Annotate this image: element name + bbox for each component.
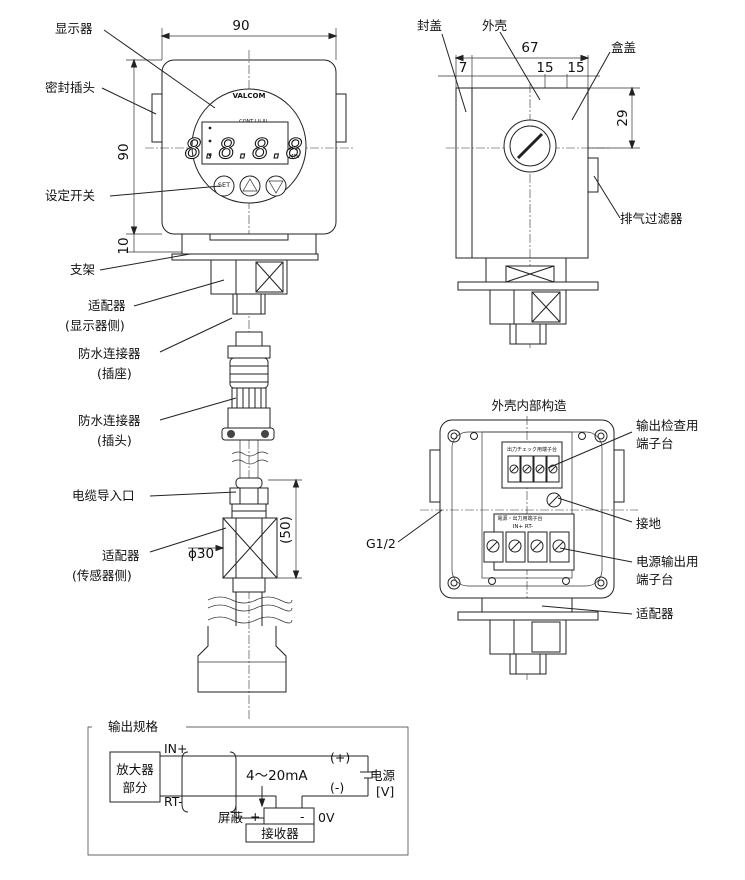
lcd-digits: 8.8.8.8 [185,132,303,165]
dim-7: 7 [459,60,468,76]
label-seal-plug: 密封插头 [45,80,95,95]
power-plus: (+) [330,750,350,765]
unit-mpa: MPa [289,154,299,160]
seal-plug-right [334,93,347,143]
dim-width-90: 90 [232,18,249,34]
rt-minus-label: RT- [164,794,183,809]
amp-label-2: 部分 [122,780,147,795]
set-button[interactable] [213,175,235,197]
label-check-tb: 输出检查用 [636,418,699,433]
label-housing: 外壳 [482,18,507,33]
label-adapter-display: 适配器 [88,298,126,313]
label-display: 显示器 [55,21,93,36]
label-set-switch: 设定开关 [45,188,95,203]
receiver-box [245,823,315,843]
wp-connector-socket [235,331,263,347]
dim-height-90: 90 [116,143,132,160]
receiver-label: 接收器 [261,826,299,841]
current-range: 4～20mA [246,768,308,784]
power-label: 电源 [370,768,396,783]
dim-29: 29 [615,109,631,126]
vent-filter [587,157,599,193]
label-check-tb-2: 端子台 [636,436,674,451]
zero-volt-label: 0V [318,810,335,825]
label-cover: 封盖 [417,18,442,33]
label-adapter-sensor: 适配器 [102,548,140,563]
amplifier-box [109,751,161,803]
internal-title: 外壳内部构造 [491,398,567,413]
cable-gland [235,477,263,489]
label-wp-plug-sub: (插头) [97,433,132,448]
in-plus-label: IN+ [164,741,188,756]
dim-67: 67 [521,40,538,56]
unit-kpa: kPa [289,146,298,152]
label-thread: G1/2 [366,536,396,551]
amp-label-1: 放大器 [116,762,154,777]
receiver-plus: + [250,809,260,824]
dim-50: (50) [278,516,294,544]
label-box-cover: 盒盖 [611,40,636,55]
label-adapter-sensor-side: (传感器侧) [72,568,132,583]
label-vent-filter: 排气过滤器 [620,211,683,226]
label-wp-plug: 防水连接器 [78,413,141,428]
label-power-tb: 电源输出用 [636,554,699,569]
side-bracket [457,281,599,291]
dim-diameter: ϕ30 [188,546,214,562]
label-power-tb-2: 端子台 [636,572,674,587]
receiver-minus: - [300,809,305,824]
power-minus: (-) [330,780,344,795]
set-button-label: SET [218,181,230,189]
label-adapter-display-side: (显示器侧) [65,318,125,333]
left-view: 90 90 10 VALCOM CONT I II III 8.8.8.8 kP… [45,18,355,720]
seal-plug-left [151,93,164,143]
internal-bracket [457,611,599,621]
dim-bracket-10: 10 [116,237,132,254]
power-tb-sub: IN+ RT- [513,524,533,530]
side-housing [471,87,589,259]
label-bracket: 支架 [70,262,95,277]
label-adapter: 适配器 [636,606,674,621]
shield-label: 屏蔽 [218,810,244,825]
lcd-window [201,121,289,165]
shield-left [181,751,189,813]
label-wp-socket: 防水连接器 [78,346,141,361]
shield-right [229,751,237,813]
check-tb-caption: 出力チェック用端子台 [507,446,557,453]
internal-view: 外壳内部构造 出力チェック用端子台 [366,398,699,680]
brand-logo: VALCOM [233,92,266,100]
output-spec-title: 输出规格 [108,719,159,734]
dim-15-a: 15 [536,60,553,76]
output-spec: 输出规格 放大器 部分 IN+ RT- 4～20mA (+) (-) 电源 [V… [87,719,409,856]
dim-15-b: 15 [567,60,584,76]
label-wp-socket-sub: (插座) [97,366,132,381]
label-cable-inlet: 电缆导入口 [72,488,135,503]
side-view: 67 7 15 15 29 [417,18,683,350]
side-cover [455,87,473,259]
power-tb-caption: 電源・出力用端子台 [497,515,542,522]
power-unit: [V] [376,784,394,799]
label-ground: 接地 [636,516,662,531]
